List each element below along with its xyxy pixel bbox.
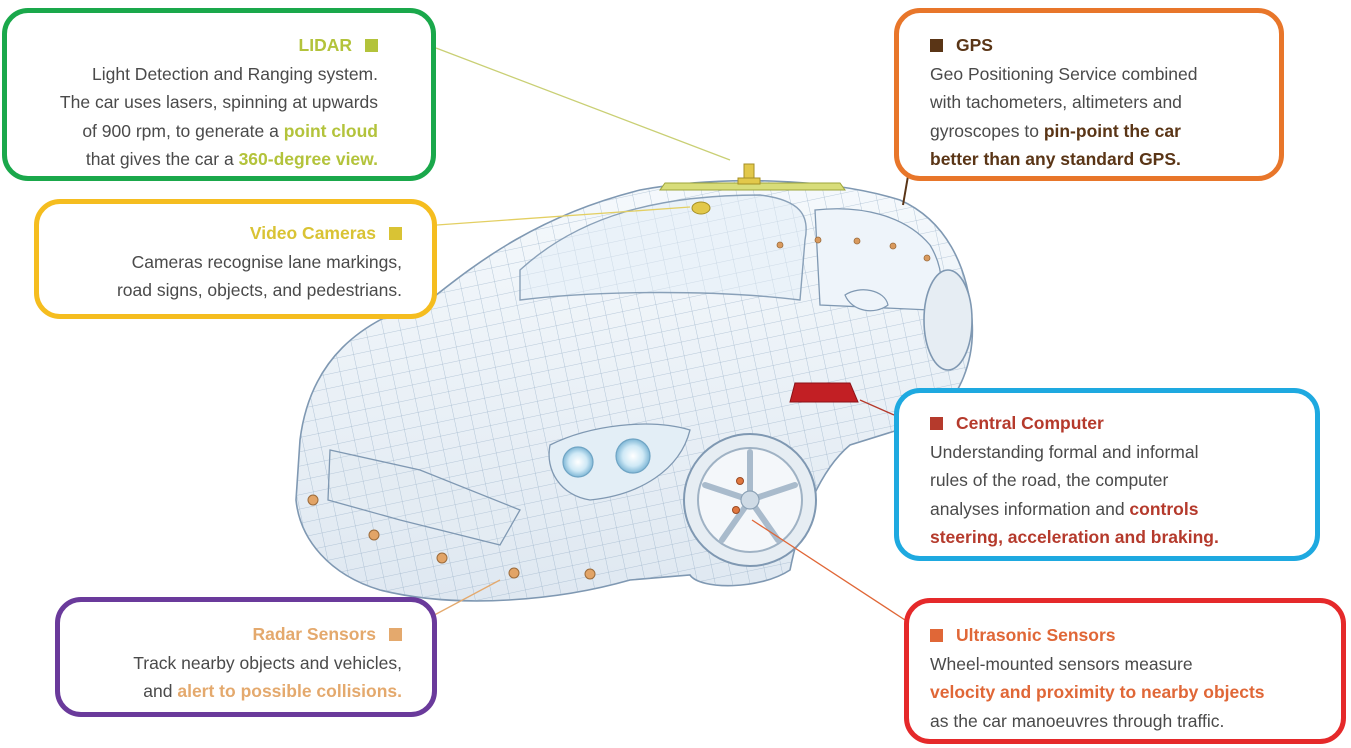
radar-marker-icon [389,627,402,641]
radar-text-line-2: and alert to possible collisions. [60,677,402,706]
lidar-text-line-1: Light Detection and Ranging system. [92,63,378,84]
gps-heading: GPS [930,31,1279,60]
camera-heading: Video Cameras [39,219,402,248]
lidar-leader-line [435,47,731,161]
central-text-line-3: analyses information and controls [930,495,1315,524]
ultra-title: Ultrasonic Sensors [956,625,1116,645]
lidar-highlight-point-cloud: point cloud [283,120,378,141]
car-body [295,163,974,602]
ultra-heading: Ultrasonic Sensors [930,621,1341,650]
radar-leader-line [424,579,501,621]
camera-title: Video Cameras [249,223,376,243]
ultrasonic-sensors-callout: Ultrasonic Sensors Wheel-mounted sensors… [904,598,1346,744]
central-title: Central Computer [956,413,1104,433]
lidar-text-line-4: that gives the car a 360-degree view. [7,145,378,174]
lidar-callout: LIDAR Light Detection and Ranging system… [2,8,436,181]
radar-highlight-alert: alert to possible collisions. [177,681,402,701]
lidar-title: LIDAR [298,35,352,55]
central-highlight-steering: steering, acceleration and braking. [930,527,1219,547]
gps-text-line-2: with tachometers, altimeters and [930,92,1182,112]
camera-marker-icon [389,226,402,240]
central-text-line-2: rules of the road, the computer [930,470,1169,490]
ultra-marker-icon [930,628,943,642]
gps-callout: GPS Geo Positioning Service combined wit… [894,8,1284,181]
central-highlight-controls: controls [1129,498,1199,519]
radar-title: Radar Sensors [252,624,376,644]
central-text-line-1: Understanding formal and informal [930,441,1199,462]
radar-sensors-callout: Radar Sensors Track nearby objects and v… [55,597,437,717]
camera-text-line-2: road signs, objects, and pedestrians. [116,280,402,300]
gps-text-line-1: Geo Positioning Service combined [930,63,1198,84]
ultra-leader-line [751,519,906,621]
lidar-heading: LIDAR [7,31,378,60]
camera-leader-line [436,206,691,226]
lidar-text-line-2: The car uses lasers, spinning at upwards [59,92,378,112]
ultra-text-line-3: as the car manoeuvres through traffic. [930,710,1225,731]
gps-text-line-3: gyroscopes to pin-point the car [930,117,1279,146]
gps-highlight-better-than-gps: better than any standard GPS. [930,149,1181,169]
video-cameras-callout: Video Cameras Cameras recognise lane mar… [34,199,437,319]
central-computer-callout: Central Computer Understanding formal an… [894,388,1320,561]
central-heading: Central Computer [930,409,1315,438]
camera-text-line-1: Cameras recognise lane markings, [131,251,402,272]
gps-highlight-pin-point: pin-point the car [1043,120,1181,141]
radar-text-line-2-plain: and [143,681,178,701]
lidar-text-line-3: of 900 rpm, to generate a point cloud [7,117,378,146]
ultra-highlight-velocity: velocity and proximity to nearby objects [930,682,1265,702]
central-text-line-3-plain: analyses information and [930,498,1130,519]
gps-title: GPS [956,35,993,55]
central-marker-icon [930,416,943,430]
radar-heading: Radar Sensors [60,620,402,649]
lidar-marker-icon [365,38,378,52]
ultra-text-line-1: Wheel-mounted sensors measure [930,653,1193,674]
gps-marker-icon [930,38,943,52]
gps-text-line-3-plain: gyroscopes to [930,120,1044,141]
radar-text-line-1: Track nearby objects and vehicles, [133,652,402,673]
lidar-text-line-4-plain: that gives the car a [85,149,239,169]
lidar-highlight-360-view: 360-degree view. [238,149,378,169]
central-leader-line [859,399,895,416]
lidar-text-line-3-plain: of 900 rpm, to generate a [82,120,284,141]
